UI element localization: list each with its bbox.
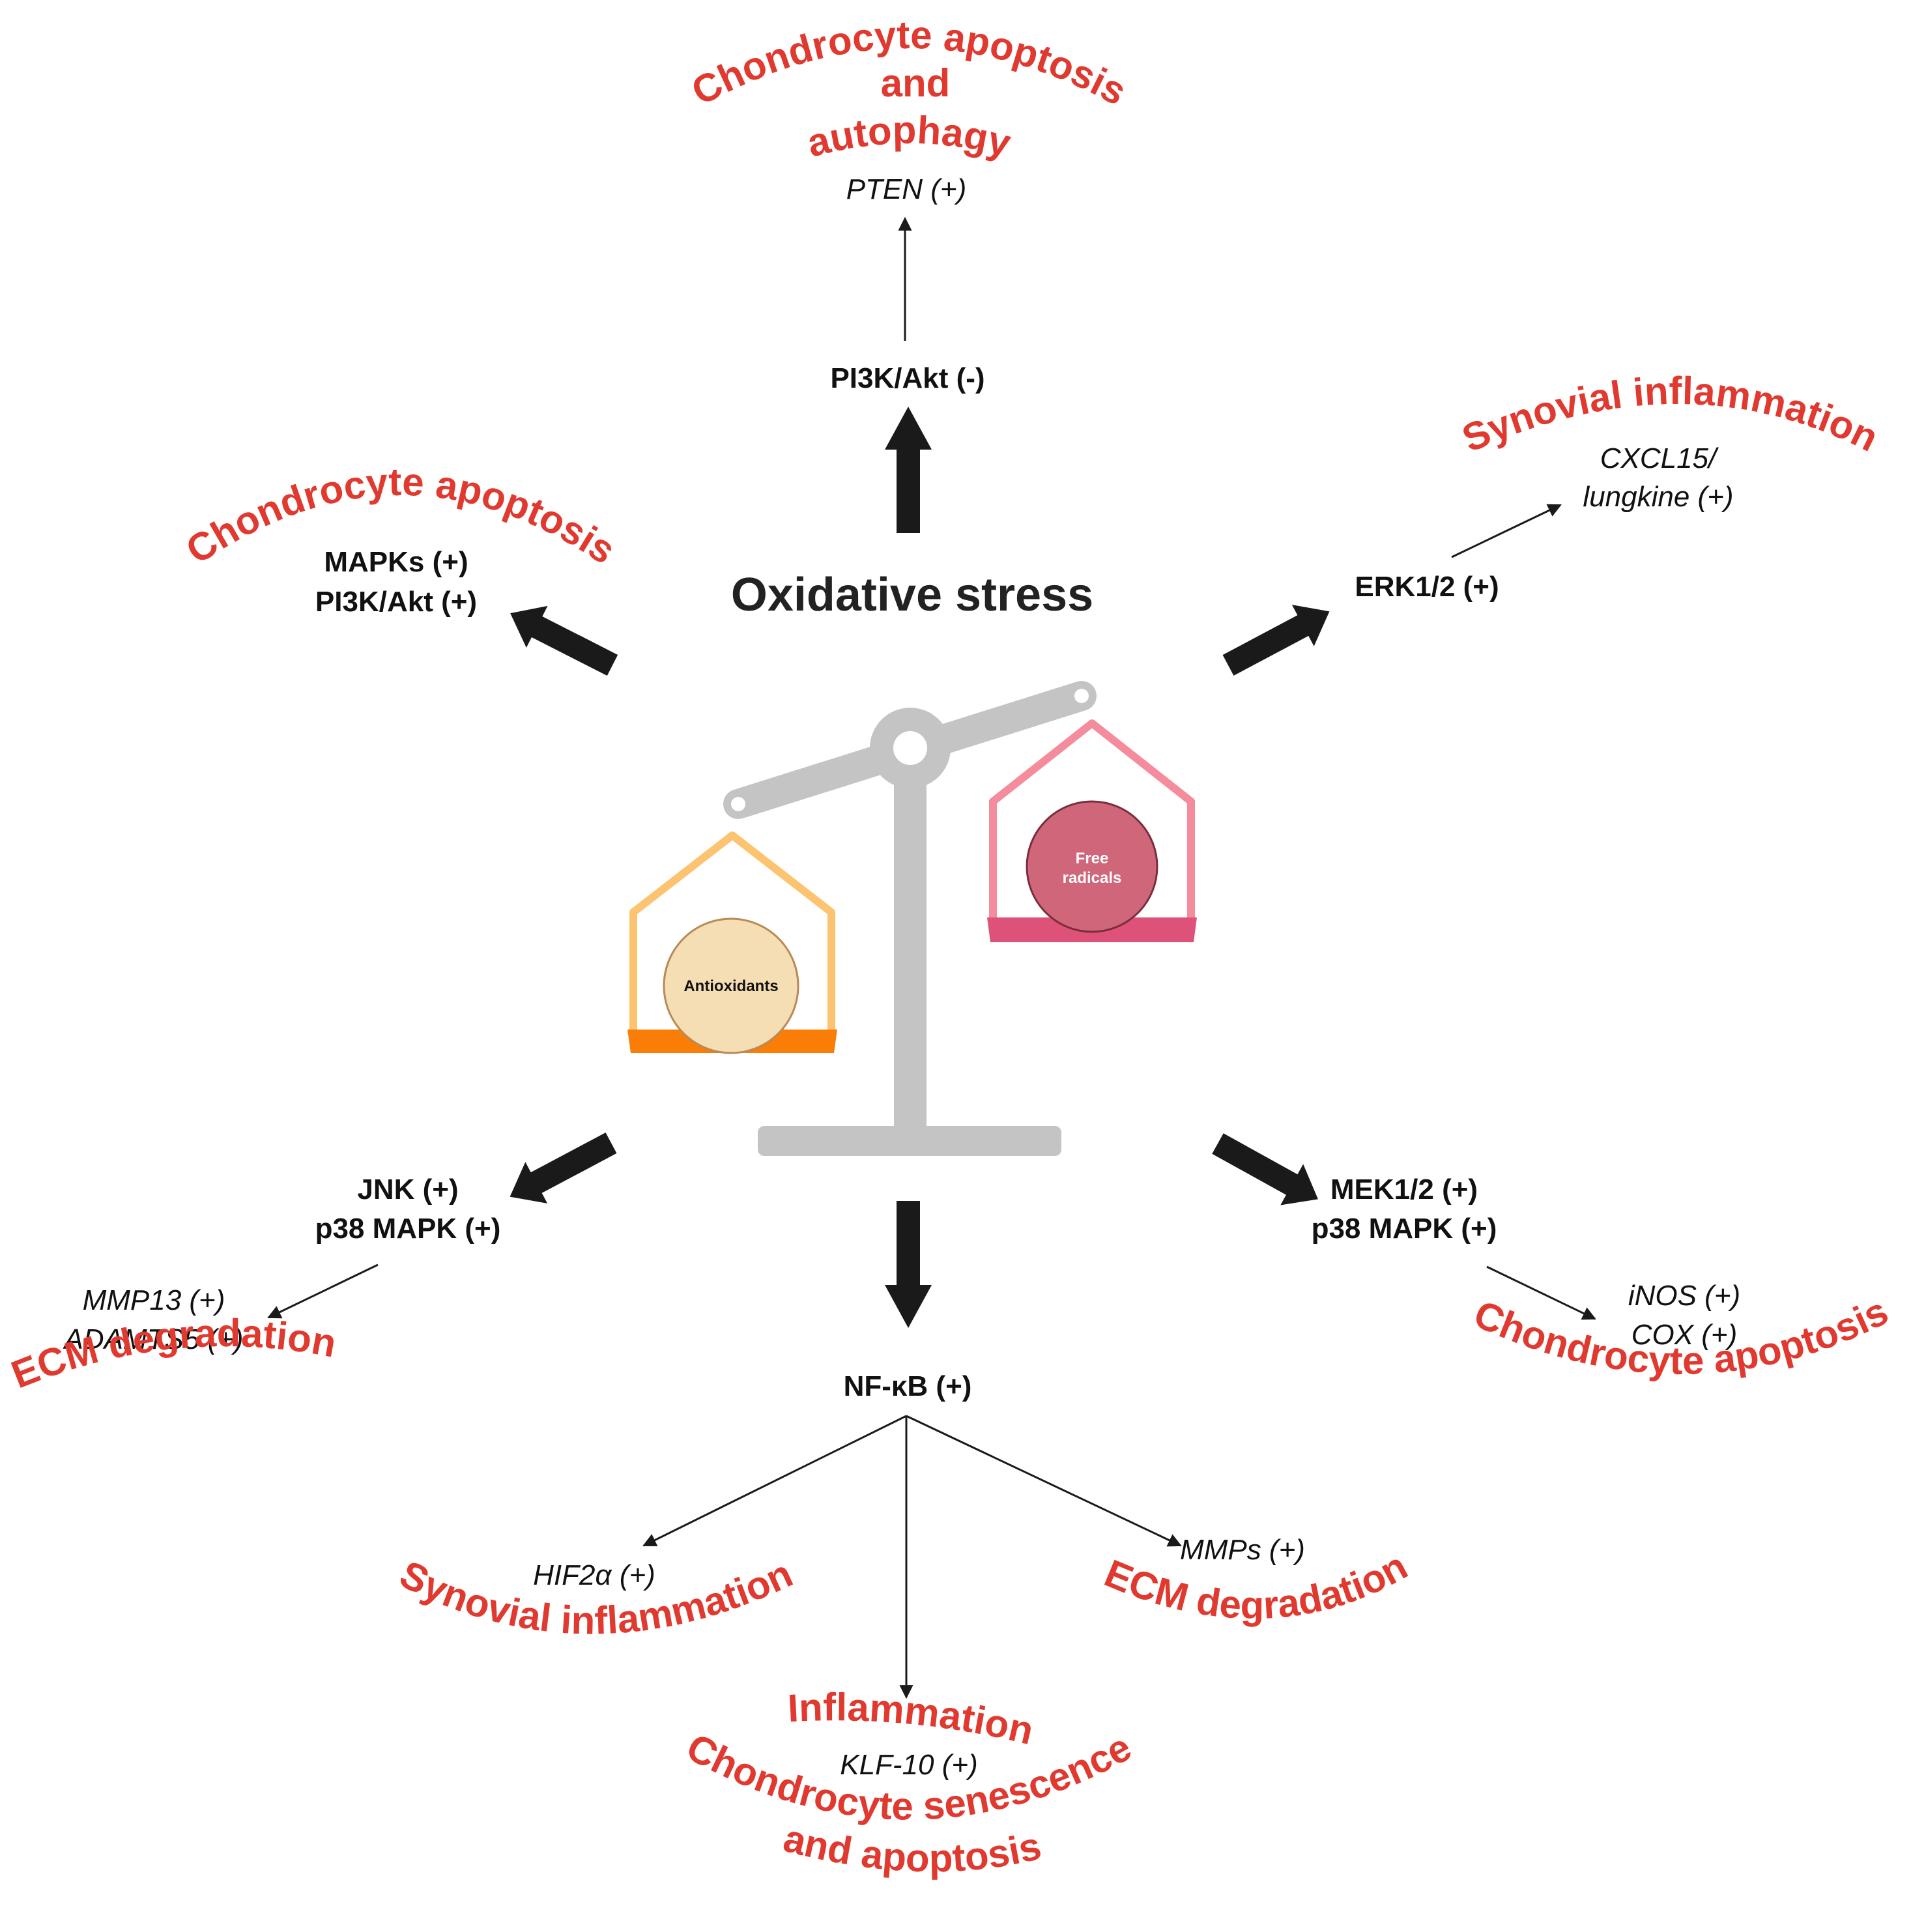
left-pan-frame [629, 831, 835, 1033]
free-radicals-pan: Free radicals [987, 719, 1197, 942]
thin-arrow-inos [1486, 1265, 1596, 1320]
free-radicals-ball [1026, 800, 1158, 933]
gene-adamts5: ADAMTS5 (+) [62, 1323, 243, 1355]
thick-arrow-down [885, 1201, 932, 1328]
thin-arrow-mmp13 [267, 1263, 379, 1319]
gene-inos: iNOS (+) [1628, 1280, 1740, 1312]
gene-mmps: MMPs (+) [1180, 1534, 1305, 1566]
node-nfkb: NF-κB (+) [844, 1370, 972, 1402]
gene-lungkine: lungkine (+) [1583, 481, 1733, 513]
thick-arrow-up [885, 407, 932, 533]
thin-arrow-cxcl15 [1451, 504, 1562, 558]
balance-scale-icon: Antioxidants Free radicals [627, 681, 1197, 1156]
gene-pten: PTEN (+) [846, 173, 967, 205]
thick-arrow-upper-right [1222, 605, 1330, 676]
free-radicals-label-2: radicals [1063, 869, 1122, 887]
thin-arrow-hif2a [642, 1415, 907, 1547]
gene-mmp13: MMP13 (+) [83, 1284, 225, 1316]
gene-klf10: KLF-10 (+) [840, 1749, 978, 1781]
antioxidants-label: Antioxidants [683, 977, 778, 995]
node-jnk: JNK (+) [357, 1174, 458, 1205]
outcome-top-line3: autophagy [803, 108, 1016, 166]
thin-arrow-mmps [906, 1415, 1182, 1547]
node-mapks: MAPKs (+) [324, 546, 468, 578]
gene-cox: COX (+) [1631, 1319, 1738, 1351]
outcome-top-line2: and [881, 61, 951, 105]
node-p38-mapk-right: p38 MAPK (+) [1312, 1213, 1497, 1245]
node-mek12: MEK1/2 (+) [1330, 1174, 1478, 1205]
outcome-bottom-center-top: Inflammation [786, 1685, 1037, 1753]
free-radicals-label-1: Free [1076, 850, 1109, 867]
outcome-lower-left: ECM degradation [5, 1311, 339, 1397]
thick-arrow-upper-left [510, 605, 618, 676]
diagram-title: Oxidative stress [731, 569, 1093, 621]
scale-pillar [894, 751, 927, 1142]
node-p38-mapk-left: p38 MAPK (+) [315, 1213, 501, 1245]
gene-cxcl15: CXCL15/ [1600, 442, 1719, 474]
thick-arrows [510, 407, 1330, 1328]
thick-arrow-lower-right [1212, 1133, 1318, 1205]
gene-hif2a: HIF2α (+) [533, 1559, 655, 1591]
antioxidants-pan: Antioxidants [627, 831, 837, 1054]
node-pi3k-akt-negative: PI3K/Akt (-) [830, 362, 984, 394]
thick-arrow-lower-left [510, 1132, 617, 1204]
thin-arrows [267, 216, 1596, 1699]
node-erk12: ERK1/2 (+) [1355, 571, 1499, 603]
right-pan-frame [989, 719, 1195, 922]
node-pi3k-akt-positive: PI3K/Akt (+) [315, 586, 477, 618]
antioxidants-ball [663, 917, 799, 1054]
